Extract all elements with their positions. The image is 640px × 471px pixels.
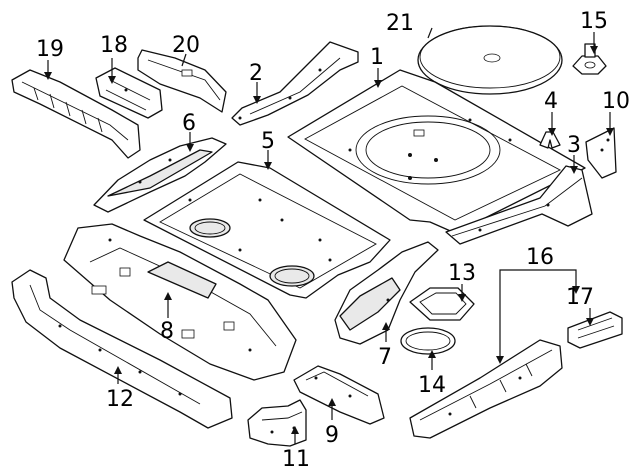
part-19-rail xyxy=(11,69,141,159)
callout-19: 19 xyxy=(36,37,64,62)
part-15-hold-down-bolt xyxy=(572,43,607,75)
callout-16: 16 xyxy=(526,245,554,270)
callout-1: 1 xyxy=(370,45,384,70)
part-13-plate xyxy=(409,287,475,321)
callout-20: 20 xyxy=(172,33,200,58)
part-21-spare-tire-cover xyxy=(417,25,563,95)
part-12-side-rail xyxy=(11,269,233,429)
callout-7: 7 xyxy=(378,345,392,370)
callout-2: 2 xyxy=(249,61,263,86)
part-20-bracket xyxy=(137,49,227,113)
callout-labels: 1 2 3 4 5 6 7 8 9 10 11 12 13 14 15 16 1… xyxy=(36,9,630,471)
part-11-bracket xyxy=(247,399,307,447)
callout-14: 14 xyxy=(418,373,446,398)
arrowheads xyxy=(44,46,614,434)
callout-17: 17 xyxy=(566,285,594,310)
part-2-bracket xyxy=(231,41,359,126)
callout-8: 8 xyxy=(160,319,174,344)
part-7-side-panel xyxy=(334,241,439,345)
callout-9: 9 xyxy=(325,423,339,448)
callout-13: 13 xyxy=(448,261,476,286)
callout-18: 18 xyxy=(100,33,128,58)
callout-10: 10 xyxy=(602,89,630,114)
part-4-clip xyxy=(539,131,561,149)
callout-15: 15 xyxy=(580,9,608,34)
callout-11: 11 xyxy=(282,447,310,471)
part-1-rear-floor-pan xyxy=(287,69,586,234)
callout-4: 4 xyxy=(544,89,558,114)
callout-5: 5 xyxy=(261,129,275,154)
part-10-bracket xyxy=(585,127,617,179)
part-9-bracket-plate xyxy=(293,365,385,425)
callout-3: 3 xyxy=(567,133,581,158)
callout-6: 6 xyxy=(182,111,196,136)
part-3-cross-member xyxy=(445,165,593,245)
part-17-rail-extension xyxy=(567,311,623,349)
callout-12: 12 xyxy=(106,387,134,412)
callout-21: 21 xyxy=(386,11,414,36)
part-5-floor-panel xyxy=(143,161,391,299)
part-6-panel xyxy=(93,137,227,213)
part-16-rear-rail xyxy=(409,339,563,439)
part-14-seal-ring xyxy=(400,327,456,355)
part-8-cross-member xyxy=(63,223,297,381)
